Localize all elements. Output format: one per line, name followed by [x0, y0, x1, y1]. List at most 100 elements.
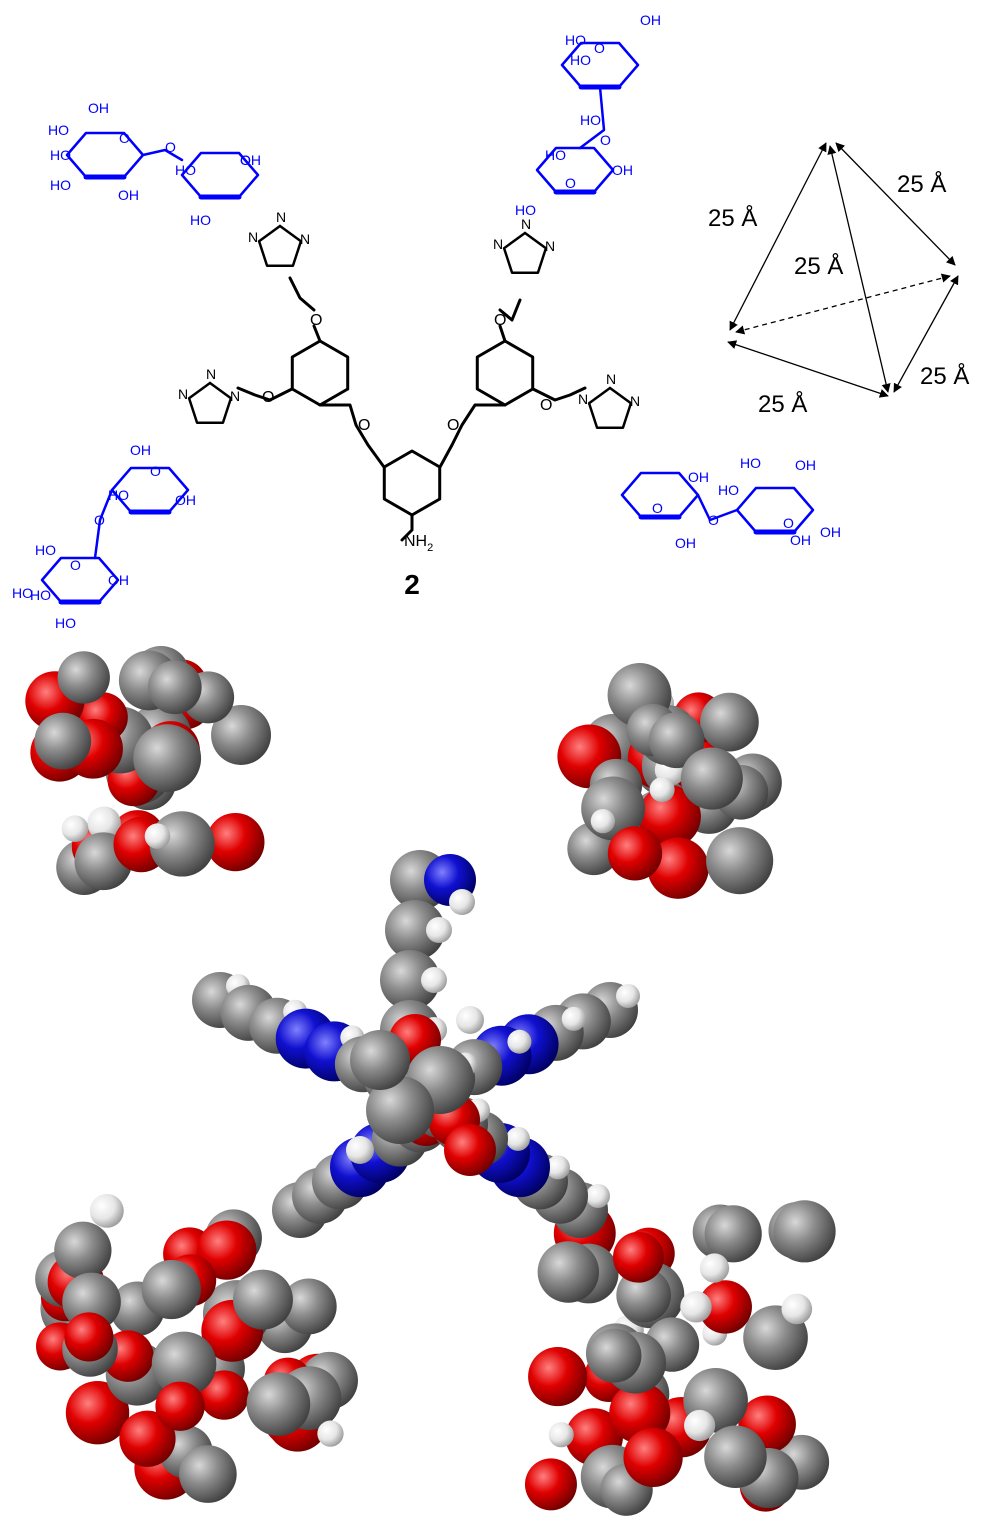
triazole-ring — [502, 231, 548, 275]
carbon-atom-sphere — [151, 1331, 217, 1397]
ring-oxygen-label: O — [783, 515, 794, 531]
hydrogen-atom-sphere — [346, 1136, 374, 1164]
oxygen-atom-sphere — [524, 1458, 577, 1511]
hydroxyl-label: OH — [688, 469, 709, 485]
hydroxyl-label: OH — [640, 12, 661, 28]
nitrogen-label: N — [630, 393, 640, 409]
hydroxyl-label: OH — [675, 535, 696, 551]
hydroxyl-label: HO — [48, 122, 69, 138]
hydroxyl-label: HO — [190, 212, 211, 228]
dendrimer-core — [236, 276, 587, 542]
distance-label-top-left: 25 Å — [708, 204, 757, 232]
glycosidic-bond — [578, 85, 606, 150]
carbon-atom-sphere — [54, 1221, 112, 1279]
nitrogen-label: N — [493, 236, 503, 252]
distance-label-bottom-left: 25 Å — [758, 390, 807, 418]
hydroxyl-label: HO — [12, 585, 33, 601]
benzene-ring-right — [475, 339, 535, 407]
oxygen-atom-sphere — [206, 812, 265, 872]
distance-label-bottom-right: 25 Å — [920, 362, 969, 390]
nitrogen-label: N — [300, 231, 310, 247]
hydrogen-atom-sphere — [507, 1029, 532, 1054]
hydrogen-atom-sphere — [317, 1420, 344, 1447]
distance-label-center: 25 Å — [794, 252, 843, 280]
hydrogen-atom-sphere — [449, 889, 475, 915]
oxygen-atom-sphere — [64, 1312, 114, 1362]
ring-oxygen-label: O — [240, 152, 251, 168]
hydrogen-atom-sphere — [87, 806, 121, 841]
carbon-atom-sphere — [246, 1372, 311, 1436]
carbon-atom-sphere — [537, 1241, 600, 1303]
oxygen-atom-sphere — [607, 826, 663, 881]
triazole-ring — [587, 386, 633, 430]
oxygen-atom-sphere — [119, 1410, 176, 1467]
hydroxyl-label: HO — [35, 542, 56, 558]
glycosidic-bond — [93, 488, 114, 560]
linker-oxygen-label: O — [600, 132, 611, 148]
hydroxyl-label: HO — [55, 615, 76, 631]
ring-oxygen-label: O — [565, 175, 576, 191]
hydroxyl-label: OH — [795, 457, 816, 473]
hydrogen-atom-sphere — [421, 967, 447, 993]
oxygen-atom-sphere — [197, 1220, 257, 1280]
oxygen-label: O — [540, 397, 552, 414]
triazole-rings — [187, 224, 633, 430]
hydroxyl-label: OH — [130, 442, 151, 458]
nitrogen-label: N — [545, 238, 555, 254]
hydrogen-atom-sphere — [616, 984, 640, 1008]
carbon-atom-sphere — [706, 827, 774, 895]
ether-side-left — [236, 386, 294, 402]
hydroxyl-label: HO — [108, 487, 129, 503]
carbon-atom-sphere — [587, 1328, 642, 1383]
hydroxyl-label: HO — [718, 482, 739, 498]
carbon-atom-sphere — [385, 900, 445, 960]
ether-side-right — [531, 386, 587, 402]
oxygen-atom-sphere — [623, 1427, 683, 1487]
compound-number: 2 — [404, 569, 420, 600]
carbon-atom-sphere — [616, 1267, 672, 1323]
hydrogen-atom-sphere — [781, 1293, 813, 1325]
hydroxyl-label: HO — [570, 52, 591, 68]
nitrogen-label: N — [521, 216, 531, 232]
carbon-atom-sphere — [680, 747, 743, 810]
hydroxyl-label: HO — [175, 162, 196, 178]
hydrogen-atom-sphere — [680, 1291, 712, 1323]
oxygen-atom-sphere — [698, 1280, 752, 1334]
carbon-atom-sphere — [141, 1259, 201, 1320]
hydroxyl-label: OH — [175, 492, 196, 508]
ring-oxygen-label: O — [119, 130, 130, 146]
linker-oxygen-label: O — [165, 139, 176, 155]
ring-oxygen-label: O — [150, 463, 161, 479]
hydrogen-atom-sphere — [144, 823, 171, 849]
hydroxyl-label: HO — [545, 147, 566, 163]
glycosidic-bond — [696, 493, 739, 522]
hydrogen-atom-sphere — [699, 1253, 730, 1283]
hydrogen-atom-sphere — [61, 815, 89, 842]
nitrogen-label: N — [276, 209, 286, 225]
hydroxyl-label: OH — [118, 187, 139, 203]
hydroxyl-label: HO — [515, 202, 536, 218]
hydroxyl-label: HO — [50, 147, 71, 163]
hydrogen-atom-sphere — [590, 808, 616, 834]
nitrogen-label: N — [230, 388, 240, 404]
hydrogen-atom-sphere — [426, 917, 452, 943]
hydroxyl-label: HO — [740, 455, 761, 471]
ether-top-left — [312, 324, 322, 343]
hydrogen-atom-sphere — [456, 1006, 484, 1034]
hydrogen-atom-sphere — [546, 1155, 570, 1180]
oxygen-label: O — [494, 312, 506, 329]
carbon-atom-sphere — [57, 651, 110, 704]
oxygen-label: O — [447, 417, 459, 434]
triazole-ring — [187, 381, 233, 425]
carbon-atom-sphere — [232, 1269, 293, 1330]
hydroxyl-label: OH — [820, 524, 841, 540]
oxygen-atom-sphere — [638, 785, 701, 848]
distance-label-top-right: 25 Å — [897, 170, 946, 198]
triazole-ring — [257, 224, 303, 268]
hydrogen-atom-sphere — [561, 1006, 586, 1031]
hydrogen-atom-sphere — [506, 1126, 530, 1151]
hydroxyl-label: OH — [612, 162, 633, 178]
hydrogen-atom-sphere — [89, 1193, 124, 1228]
